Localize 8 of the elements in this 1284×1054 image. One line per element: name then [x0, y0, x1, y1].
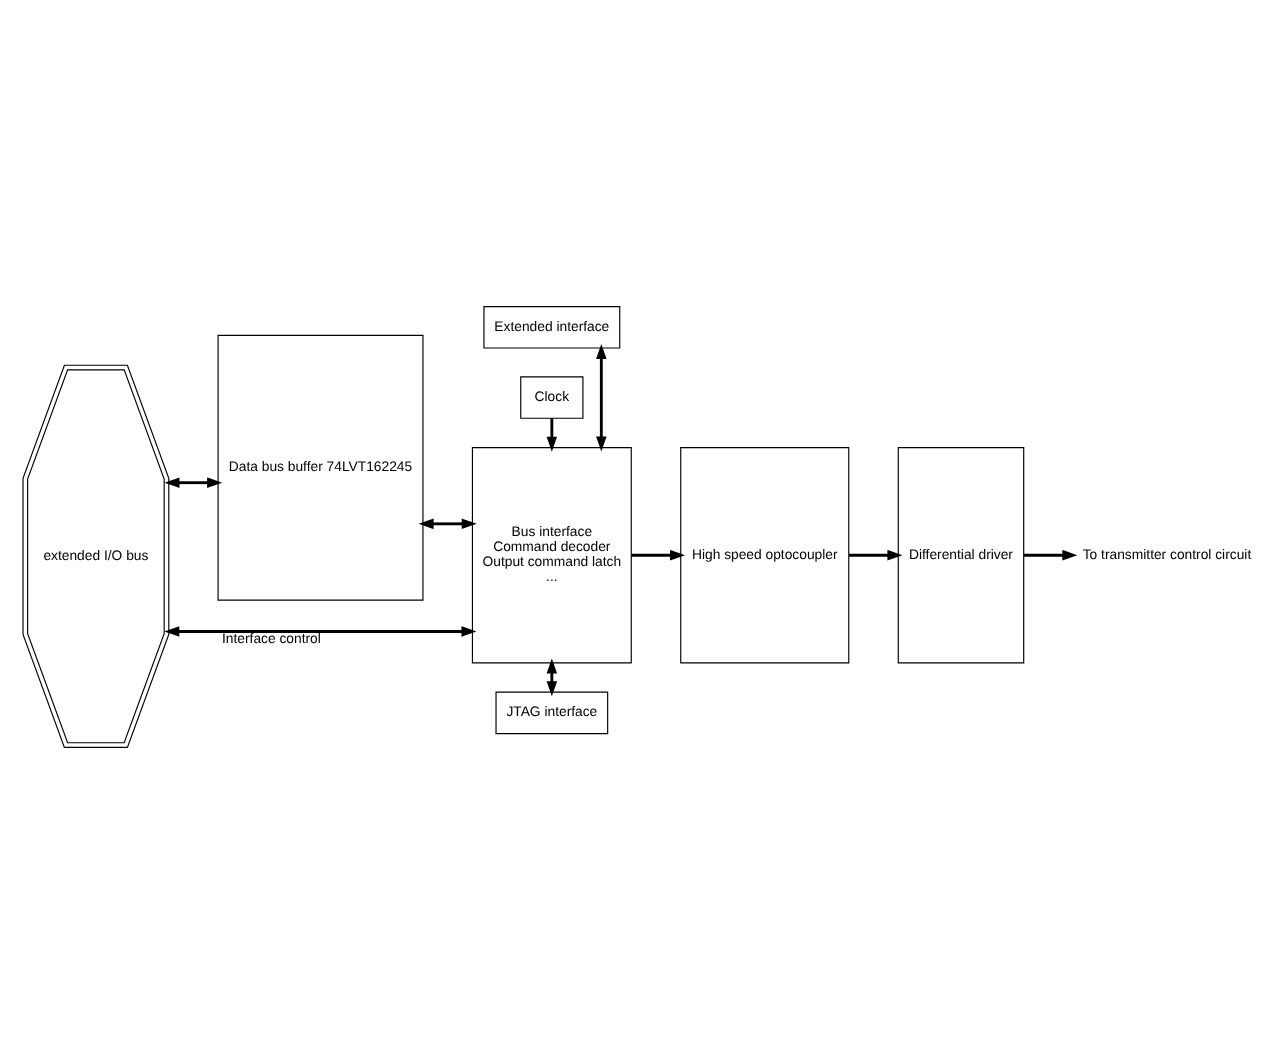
arrow — [164, 477, 223, 488]
arrow — [418, 518, 477, 530]
arrow — [631, 549, 685, 561]
arrow — [164, 626, 477, 637]
arrow — [1023, 549, 1078, 561]
arrow — [596, 344, 607, 452]
arrow — [546, 418, 558, 452]
arrow — [849, 549, 903, 561]
